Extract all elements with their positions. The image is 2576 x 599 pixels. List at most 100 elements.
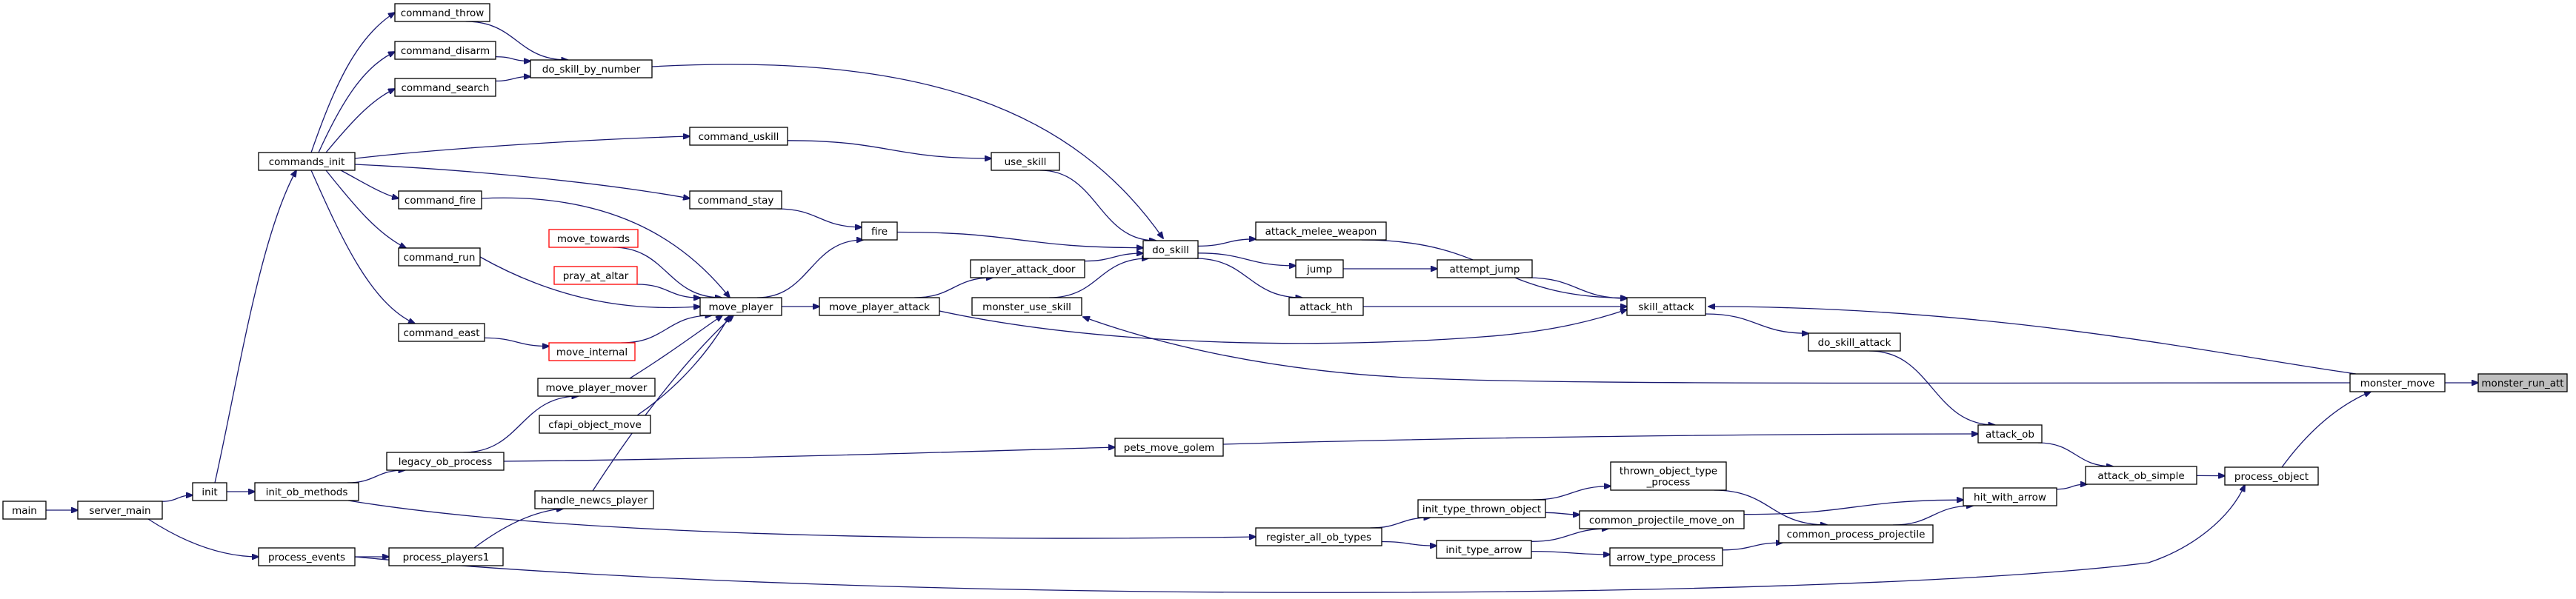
node-do_skill_attack[interactable]: do_skill_attack xyxy=(1808,332,1901,352)
node-server_main[interactable]: server_main xyxy=(77,501,163,520)
node-process_events[interactable]: process_events xyxy=(258,547,356,566)
edge-monster_move-to-skill_attack xyxy=(1708,307,2357,375)
node-move_player_attack[interactable]: move_player_attack xyxy=(819,297,940,316)
node-command_search[interactable]: command_search xyxy=(394,78,496,97)
edge-move_player_mover-to-move_player xyxy=(629,315,722,379)
node-process_players1[interactable]: process_players1 xyxy=(388,547,504,566)
edge-legacy_ob_process-to-pets_move_golem xyxy=(503,447,1115,462)
node-command_fire[interactable]: command_fire xyxy=(398,190,482,210)
node-box xyxy=(1963,487,2057,506)
node-box xyxy=(1778,524,1934,543)
node-fire[interactable]: fire xyxy=(861,221,898,241)
edge-register_all_ob_types-to-init_type_thrown_object xyxy=(1370,518,1431,529)
node-commands_init[interactable]: commands_init xyxy=(258,152,356,171)
node-pets_move_golem[interactable]: pets_move_golem xyxy=(1114,438,1224,457)
node-player_attack_door[interactable]: player_attack_door xyxy=(970,259,1085,278)
edge-init_ob_methods-to-register_all_ob_types xyxy=(347,500,1256,538)
edge-command_search-to-do_skill_by_number xyxy=(495,76,530,82)
node-move_towards[interactable]: move_towards xyxy=(548,229,639,248)
node-label: move_internal xyxy=(556,347,628,358)
node-box xyxy=(819,297,940,316)
node-init_ob_methods[interactable]: init_ob_methods xyxy=(254,482,359,501)
node-label: do_skill xyxy=(1152,244,1189,256)
node-command_run[interactable]: command_run xyxy=(398,247,481,267)
node-init[interactable]: init xyxy=(192,482,227,501)
node-init_type_arrow[interactable]: init_type_arrow xyxy=(1436,540,1532,559)
edge-do_skill-to-attack_melee_weapon xyxy=(1197,239,1256,247)
node-box xyxy=(258,547,356,566)
edge-commands_init-to-command_uskill xyxy=(354,136,690,159)
edge-commands_init-to-command_throw xyxy=(310,13,395,153)
node-main[interactable]: main xyxy=(2,501,47,520)
node-attack_ob[interactable]: attack_ob xyxy=(1977,424,2043,444)
edge-init-to-commands_init xyxy=(214,170,296,483)
edge-pray_at_altar-to-move_player xyxy=(636,284,700,298)
node-box xyxy=(1295,259,1344,278)
node-box xyxy=(394,78,496,97)
node-box xyxy=(2349,373,2446,392)
node-box xyxy=(1977,424,2043,444)
node-command_east[interactable]: command_east xyxy=(398,323,485,342)
node-handle_newcs_player[interactable]: handle_newcs_player xyxy=(534,490,654,509)
edge-process_object-to-monster_move xyxy=(2281,392,2371,468)
node-thrown_object_type_process[interactable]: thrown_object_type_process xyxy=(1610,461,1727,491)
node-attack_ob_simple[interactable]: attack_ob_simple xyxy=(2085,466,2197,485)
node-box xyxy=(689,127,788,146)
edge-pets_move_golem-to-attack_ob xyxy=(1222,434,1978,445)
node-do_skill[interactable]: do_skill xyxy=(1142,240,1199,259)
node-box xyxy=(537,378,656,397)
edge-command_uskill-to-use_skill xyxy=(787,140,991,158)
node-common_process_projectile[interactable]: common_process_projectile xyxy=(1778,524,1934,543)
edge-commands_init-to-command_search xyxy=(325,89,395,153)
node-skill_attack[interactable]: skill_attack xyxy=(1626,297,1706,316)
node-box xyxy=(689,190,782,210)
node-box xyxy=(254,482,359,501)
node-box xyxy=(1255,221,1387,241)
edge-legacy_ob_process-to-move_player_mover xyxy=(463,396,579,453)
edge-thrown_object_type_process-to-common_process_projectile xyxy=(1714,489,1828,525)
node-attack_hth[interactable]: attack_hth xyxy=(1288,297,1364,316)
node-command_throw[interactable]: command_throw xyxy=(394,3,490,22)
node-monster_move[interactable]: monster_move xyxy=(2349,373,2446,392)
node-monster_run_att[interactable]: monster_run_att xyxy=(2477,373,2568,392)
node-command_disarm[interactable]: command_disarm xyxy=(394,41,496,60)
edge-do_skill-to-attack_hth xyxy=(1194,258,1302,298)
node-label: register_all_ob_types xyxy=(1266,532,1371,543)
node-attempt_jump[interactable]: attempt_jump xyxy=(1437,259,1533,278)
node-hit_with_arrow[interactable]: hit_with_arrow xyxy=(1963,487,2057,506)
edge-move_player-to-fire xyxy=(756,240,863,298)
edge-commands_init-to-command_disarm xyxy=(318,52,395,153)
node-move_player[interactable]: move_player xyxy=(699,297,782,316)
edge-attack_ob-to-attack_ob_simple xyxy=(2037,442,2113,466)
node-box xyxy=(1255,527,1382,546)
node-label: thrown_object_type xyxy=(1620,466,1717,478)
node-pray_at_altar[interactable]: pray_at_altar xyxy=(553,266,638,285)
node-do_skill_by_number[interactable]: do_skill_by_number xyxy=(530,59,653,78)
node-label: move_player xyxy=(709,301,773,313)
node-legacy_ob_process[interactable]: legacy_ob_process xyxy=(386,452,505,471)
node-command_stay[interactable]: command_stay xyxy=(689,190,782,210)
node-process_object[interactable]: process_object xyxy=(2224,466,2319,486)
node-label: init_ob_methods xyxy=(266,486,348,498)
edge-handle_newcs_player-to-move_player xyxy=(592,315,733,492)
node-monster_use_skill[interactable]: monster_use_skill xyxy=(971,297,1082,316)
node-box xyxy=(548,229,639,248)
node-use_skill[interactable]: use_skill xyxy=(991,152,1060,171)
node-common_projectile_move_on[interactable]: common_projectile_move_on xyxy=(1579,510,1745,529)
node-label: move_player_attack xyxy=(829,301,930,313)
node-label: pets_move_golem xyxy=(1124,442,1214,454)
node-register_all_ob_types[interactable]: register_all_ob_types xyxy=(1255,527,1382,546)
node-label: command_disarm xyxy=(401,45,490,57)
edge-server_main-to-process_events xyxy=(147,518,259,557)
node-arrow_type_process[interactable]: arrow_type_process xyxy=(1609,547,1723,566)
node-jump[interactable]: jump xyxy=(1295,259,1344,278)
node-init_type_thrown_object[interactable]: init_type_thrown_object xyxy=(1417,499,1546,518)
node-label: arrow_type_process xyxy=(1617,552,1716,563)
edge-monster_move-to-monster_use_skill xyxy=(1083,317,2351,384)
edge-register_all_ob_types-to-init_type_arrow xyxy=(1381,541,1437,546)
node-command_uskill[interactable]: command_uskill xyxy=(689,127,788,146)
node-move_player_mover[interactable]: move_player_mover xyxy=(537,378,656,397)
node-cfapi_object_move[interactable]: cfapi_object_move xyxy=(539,415,651,434)
node-move_internal[interactable]: move_internal xyxy=(548,342,636,361)
node-attack_melee_weapon[interactable]: attack_melee_weapon xyxy=(1255,221,1387,241)
